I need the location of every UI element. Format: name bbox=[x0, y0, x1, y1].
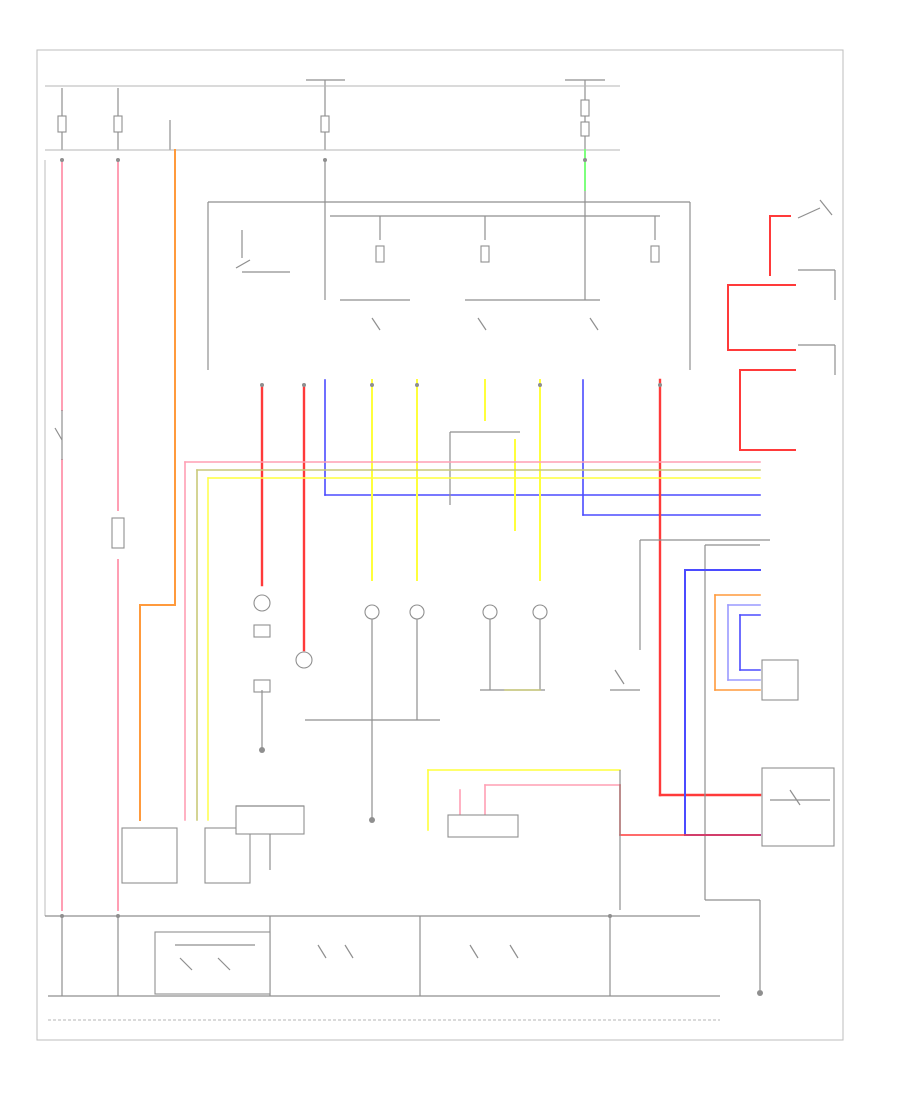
connector-pins bbox=[60, 158, 662, 918]
ground-bus bbox=[45, 915, 720, 1021]
headlight-wires bbox=[260, 378, 762, 797]
right-side-components bbox=[639, 199, 836, 996]
lower-control-units bbox=[121, 769, 761, 910]
horizontal-bus-wires bbox=[184, 461, 761, 821]
headlight-assemblies bbox=[253, 594, 640, 820]
left-supply-wires bbox=[54, 149, 176, 911]
headlight-relay-area bbox=[207, 149, 691, 370]
diagram-frame bbox=[36, 49, 844, 1041]
fuse-box-top bbox=[44, 79, 620, 916]
